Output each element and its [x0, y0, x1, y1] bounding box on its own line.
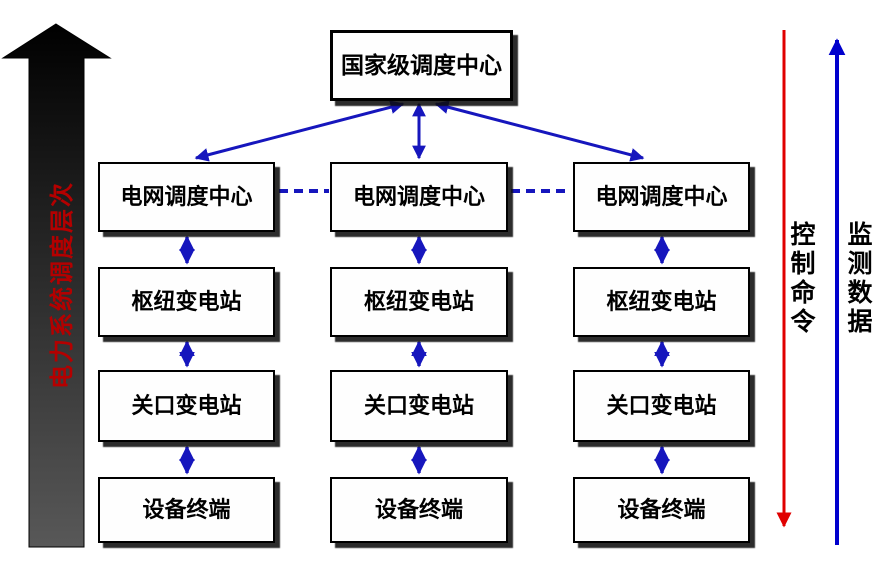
- control-command-label: 控制命令: [787, 221, 815, 337]
- node-grid-dispatch-center-3: 电网调度中心: [573, 162, 750, 232]
- node-device-terminal-3: 设备终端: [573, 477, 750, 543]
- node-grid-dispatch-center-2: 电网调度中心: [330, 162, 508, 232]
- node-grid-dispatch-center-1: 电网调度中心: [98, 162, 275, 232]
- national-links: [194, 100, 645, 162]
- node-gateway-substation-1: 关口变电站: [98, 370, 275, 442]
- node-national-dispatch-center: 国家级调度中心: [330, 30, 513, 101]
- node-gateway-substation-2: 关口变电站: [330, 370, 508, 442]
- monitoring-data-label: 监测数据: [844, 221, 872, 337]
- node-device-terminal-2: 设备终端: [330, 477, 508, 543]
- node-hub-substation-3: 枢纽变电站: [573, 267, 750, 337]
- node-gateway-substation-3: 关口变电站: [573, 370, 750, 442]
- node-hub-substation-2: 枢纽变电站: [330, 267, 508, 337]
- node-hub-substation-1: 枢纽变电站: [98, 267, 275, 337]
- node-device-terminal-1: 设备终端: [98, 477, 275, 543]
- hierarchy-axis-label: 电力系统调度层次: [49, 181, 76, 389]
